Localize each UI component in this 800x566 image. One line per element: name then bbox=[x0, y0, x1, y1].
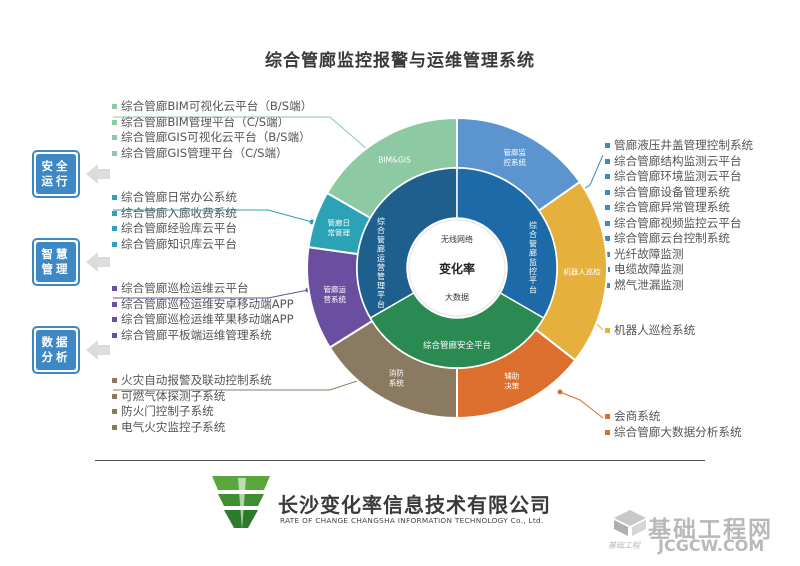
divider-line bbox=[95, 460, 705, 461]
badge-text: 运行 bbox=[41, 174, 71, 188]
connector-dot bbox=[557, 389, 563, 395]
middle-ring-label: 综合管廊安全平台 bbox=[423, 340, 491, 351]
ring-segment-label: 消防系统 bbox=[389, 367, 404, 387]
list-item: 电气火灾监控子系统 bbox=[112, 420, 272, 436]
list-item: 综合管廊BIM可视化云平台（B/S端） bbox=[112, 99, 312, 115]
list-item: 光纤故障监测 bbox=[605, 247, 753, 263]
badge-text: 管理 bbox=[41, 262, 71, 276]
list-item: 综合管廊视频监控云平台 bbox=[605, 216, 753, 232]
left-list-fire: 火灾自动报警及联动控制系统 可燃气体探测子系统 防火门控制子系统 电气火灾监控子… bbox=[112, 373, 272, 435]
list-item: 综合管廊GIS管理平台（C/S端） bbox=[112, 146, 312, 162]
company-logo-icon bbox=[212, 476, 270, 530]
core-circle bbox=[407, 218, 507, 318]
page-title: 综合管廊监控报警与运维管理系统 bbox=[265, 51, 535, 71]
watermark-site-name: 基础工程网 bbox=[648, 517, 773, 543]
left-list-bim-gis: 综合管廊BIM可视化云平台（B/S端） 综合管廊BIM管理平台（C/S端） 综合… bbox=[112, 99, 312, 161]
list-item: 综合管廊巡检运维安卓移动端APP bbox=[112, 297, 294, 313]
list-item: 综合管廊大数据分析系统 bbox=[605, 425, 742, 441]
list-item: 综合管廊日常办公系统 bbox=[112, 190, 237, 206]
connector-line bbox=[113, 116, 369, 151]
list-item: 综合管廊环境监测云平台 bbox=[605, 169, 753, 185]
left-list-inspection: 综合管廊巡检运维云平台 综合管廊巡检运维安卓移动端APP 综合管廊巡检运维苹果移… bbox=[112, 281, 294, 343]
middle-ring bbox=[356, 167, 558, 369]
core-center-label: 变化率 bbox=[439, 261, 475, 276]
list-item: 综合管廊巡检运维苹果移动端APP bbox=[112, 312, 294, 328]
badge-smart-management: 智慧管理 bbox=[32, 238, 80, 286]
right-list-robot: 机器人巡检系统 bbox=[605, 323, 695, 339]
watermark-small-text: 基础工程 bbox=[608, 541, 640, 550]
right-list-monitoring: 管廊液压井盖管理控制系统 综合管廊结构监测云平台 综合管廊环境监测云平台 综合管… bbox=[605, 138, 753, 293]
arrow-bar bbox=[98, 169, 110, 179]
left-arrow-icon bbox=[86, 340, 98, 360]
list-item: 燃气泄漏监测 bbox=[605, 278, 753, 294]
badge-data-analysis: 数据分析 bbox=[32, 326, 80, 374]
list-item: 综合管廊结构监测云平台 bbox=[605, 154, 753, 170]
arrow-bar bbox=[98, 345, 110, 355]
connector-line bbox=[113, 289, 309, 299]
left-arrow-icon bbox=[86, 164, 98, 184]
core-disc bbox=[407, 218, 507, 318]
left-list-daily: 综合管廊日常办公系统 综合管廊入廊收费系统 综合管廊经验库云平台 综合管廊知识库… bbox=[112, 190, 237, 252]
list-item: 综合管廊经验库云平台 bbox=[112, 221, 237, 237]
badge-text: 分析 bbox=[41, 350, 71, 364]
company-name-en: RATE OF CHANGE CHANGSHA INFORMATION TECH… bbox=[280, 516, 544, 525]
list-item: 综合管廊异常管理系统 bbox=[605, 200, 753, 216]
outer-ring bbox=[306, 116, 608, 420]
ring-segment-label: 机器人巡检 bbox=[563, 266, 601, 276]
ring-labels: BIM&GIS管廊监控系统机器人巡检辅助决策消防系统管廊运营系统管廊日常管理综合… bbox=[323, 147, 601, 390]
connector-line bbox=[113, 379, 361, 391]
middle-ring-label: 综合管廊运营管理平台 bbox=[377, 216, 385, 309]
ring-segment-label: BIM&GIS bbox=[378, 156, 411, 165]
ring-segment-label: 管廊监控系统 bbox=[503, 147, 526, 167]
ring-segment-label: 管廊日常管理 bbox=[328, 217, 351, 237]
list-item: 综合管廊BIM管理平台（C/S端） bbox=[112, 115, 312, 131]
list-item: 管廊液压井盖管理控制系统 bbox=[605, 138, 753, 154]
badge-safe-operation: 安全运行 bbox=[32, 150, 80, 198]
badge-text: 智慧 bbox=[41, 247, 71, 261]
list-item: 机器人巡检系统 bbox=[605, 323, 695, 339]
middle-ring-label: 综合管廊监控平台 bbox=[529, 220, 537, 294]
ring-segment-label: 辅助决策 bbox=[504, 370, 519, 390]
core-outline bbox=[408, 219, 506, 317]
list-item: 火灾自动报警及联动控制系统 bbox=[112, 373, 272, 389]
list-item: 综合管廊GIS可视化云平台（B/S端） bbox=[112, 130, 312, 146]
list-item: 会商系统 bbox=[605, 409, 742, 425]
core-bottom-label: 大数据 bbox=[445, 292, 469, 302]
list-item: 综合管廊平板端运维管理系统 bbox=[112, 328, 294, 344]
connector-line bbox=[113, 209, 313, 223]
list-item: 可燃气体探测子系统 bbox=[112, 389, 272, 405]
watermark-cube-icon bbox=[614, 510, 646, 536]
watermark-url: JCGCW.COM bbox=[658, 536, 765, 555]
badge-text: 数据 bbox=[41, 335, 71, 349]
list-item: 综合管廊巡检运维云平台 bbox=[112, 281, 294, 297]
list-item: 综合管廊知识库云平台 bbox=[112, 237, 237, 253]
company-name-cn: 长沙变化率信息技术有限公司 bbox=[278, 493, 551, 517]
list-item: 综合管廊云台控制系统 bbox=[605, 231, 753, 247]
ring-segment-label: 管廊运营系统 bbox=[323, 284, 346, 304]
core-top-label: 无线网络 bbox=[441, 234, 473, 244]
list-item: 防火门控制子系统 bbox=[112, 404, 272, 420]
badge-text: 安全 bbox=[41, 159, 71, 173]
list-item: 综合管廊入廊收费系统 bbox=[112, 206, 237, 222]
arrow-bar bbox=[98, 257, 110, 267]
connector-line bbox=[559, 391, 604, 419]
left-arrow-icon bbox=[86, 252, 98, 272]
right-list-decision: 会商系统 综合管廊大数据分析系统 bbox=[605, 409, 742, 440]
list-item: 综合管廊设备管理系统 bbox=[605, 185, 753, 201]
